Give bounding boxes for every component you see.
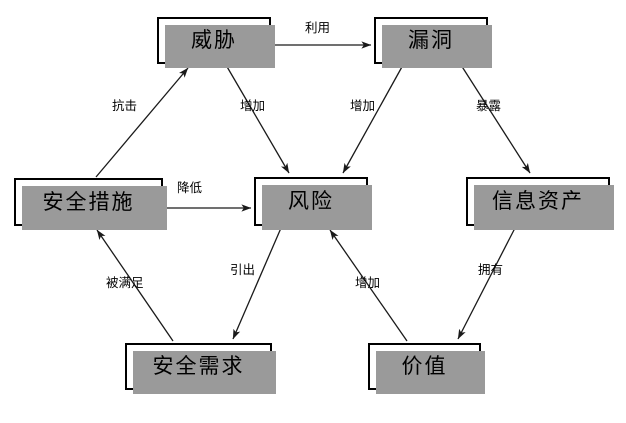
edge-line-safeguard-counters-threat	[95, 67, 189, 178]
edge-label-requirement-satisfied-by-safeguard: 被满足	[106, 275, 144, 290]
edge-label-safeguard-counters-threat: 抗击	[112, 98, 138, 113]
edge-label-safeguard-reduces-risk: 降低	[177, 180, 203, 195]
edge-label-threat-exploits-vulnerability: 利用	[305, 20, 331, 35]
node-asset[interactable]: 信息资产	[466, 177, 614, 230]
edge-line-vulnerability-exposes-asset	[460, 64, 531, 174]
edge-label-asset-owns-value: 拥有	[478, 262, 504, 277]
edge-line-threat-increases-risk	[225, 64, 290, 174]
node-vulnerability[interactable]: 漏洞	[374, 17, 492, 68]
edge-line-requirement-satisfied-by-safeguard	[96, 229, 174, 342]
node-label-safeguard: 安全措施	[42, 189, 135, 214]
node-requirement[interactable]: 安全需求	[125, 343, 276, 394]
node-safeguard[interactable]: 安全措施	[14, 178, 167, 230]
node-label-requirement: 安全需求	[152, 354, 245, 378]
node-threat[interactable]: 威胁	[157, 17, 275, 68]
edge-line-asset-owns-value	[457, 227, 516, 340]
node-value[interactable]: 价值	[368, 343, 485, 394]
edge-label-value-increases-risk: 增加	[355, 275, 381, 290]
node-label-risk: 风险	[288, 189, 334, 213]
edge-line-risk-derives-requirement	[232, 227, 282, 340]
node-risk[interactable]: 风险	[254, 177, 372, 230]
node-label-threat: 威胁	[191, 28, 237, 52]
edge-label-vulnerability-exposes-asset: 暴露	[476, 98, 502, 113]
node-label-vulnerability: 漏洞	[408, 28, 454, 52]
edge-label-threat-increases-risk: 增加	[240, 98, 266, 113]
edge-line-vulnerability-increases-risk	[342, 64, 404, 174]
edge-label-risk-derives-requirement: 引出	[230, 262, 256, 277]
edge-line-value-increases-risk	[329, 229, 408, 342]
node-label-asset: 信息资产	[492, 189, 584, 213]
edge-label-vulnerability-increases-risk: 增加	[350, 98, 376, 113]
node-label-value: 价值	[401, 354, 448, 378]
